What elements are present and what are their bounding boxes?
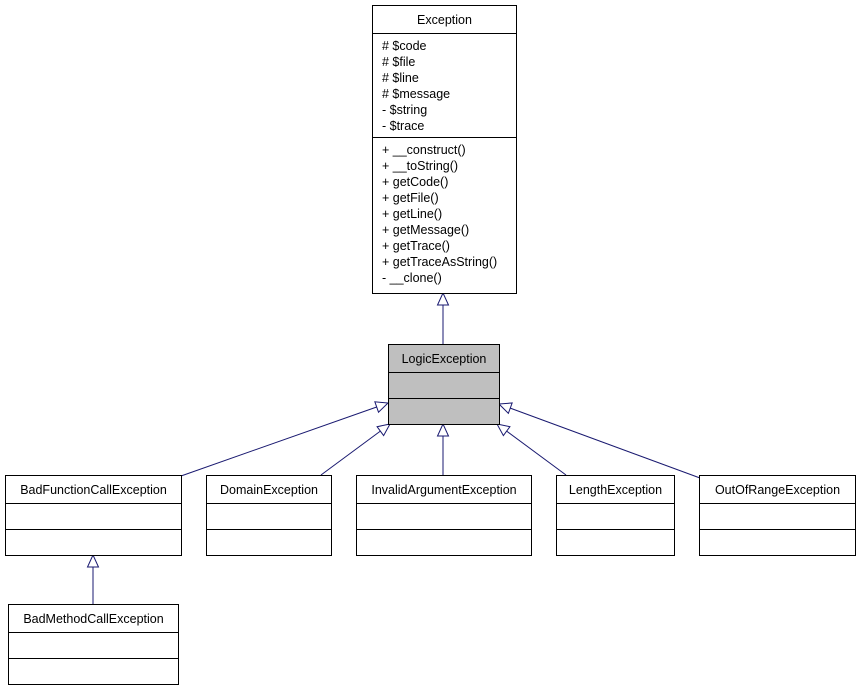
class-box-frame xyxy=(699,475,856,556)
edge-line xyxy=(320,430,381,476)
class-box-frame xyxy=(5,475,182,556)
class-method: + getTrace() xyxy=(382,239,450,253)
class-method: - __clone() xyxy=(382,271,442,285)
class-name: InvalidArgumentException xyxy=(371,483,516,497)
class-box-out-of-range-exception[interactable]: OutOfRangeException xyxy=(699,475,856,556)
class-attribute: - $trace xyxy=(382,119,424,133)
hollow-triangle-arrow-icon xyxy=(376,423,391,437)
hollow-triangle-arrow-icon xyxy=(496,423,511,437)
class-box-frame xyxy=(556,475,675,556)
class-box-length-exception[interactable]: LengthException xyxy=(556,475,675,556)
class-box-logic-exception[interactable]: LogicException xyxy=(388,344,500,425)
hollow-triangle-arrow-icon xyxy=(497,402,513,415)
class-attribute: # $message xyxy=(382,87,450,101)
class-box-frame xyxy=(388,344,500,425)
class-name: DomainException xyxy=(220,483,318,497)
class-method: + __construct() xyxy=(382,143,466,157)
edge-line xyxy=(510,407,701,479)
class-method: + getLine() xyxy=(382,207,442,221)
class-method: + __toString() xyxy=(382,159,458,173)
hollow-triangle-arrow-icon xyxy=(374,401,390,414)
class-name: LengthException xyxy=(569,483,662,497)
class-name: Exception xyxy=(417,13,472,27)
inheritance-edge-logic-exception xyxy=(436,291,450,344)
class-attribute: # $code xyxy=(382,39,427,53)
inheritance-edge-out-of-range-exception xyxy=(497,402,701,479)
class-box-frame xyxy=(372,5,517,294)
class-method: + getMessage() xyxy=(382,223,469,237)
class-method: + getFile() xyxy=(382,191,439,205)
hollow-triangle-arrow-icon xyxy=(436,422,450,437)
class-attribute: # $file xyxy=(382,55,415,69)
class-box-invalid-argument-exception[interactable]: InvalidArgumentException xyxy=(356,475,532,556)
edge-line xyxy=(180,406,377,477)
inheritance-edge-domain-exception xyxy=(320,423,391,476)
class-boxes: Exception # $code # $file # $line # $message… xyxy=(5,5,856,685)
class-attribute: # $line xyxy=(382,71,419,85)
class-box-exception[interactable]: Exception # $code # $file # $line # $message… xyxy=(372,5,517,294)
inheritance-edge-invalid-argument-exception xyxy=(436,422,450,475)
class-box-frame xyxy=(8,604,179,685)
class-box-frame xyxy=(356,475,532,556)
class-box-domain-exception[interactable]: DomainException xyxy=(206,475,332,556)
hollow-triangle-arrow-icon xyxy=(86,553,100,568)
class-name: LogicException xyxy=(402,352,487,366)
hollow-triangle-arrow-icon xyxy=(436,291,450,306)
class-method: + getCode() xyxy=(382,175,448,189)
inheritance-edges xyxy=(86,291,701,604)
class-box-bad-function-call-exception[interactable]: BadFunctionCallException xyxy=(5,475,182,556)
class-attribute: - $string xyxy=(382,103,427,117)
class-box-bad-method-call-exception[interactable]: BadMethodCallException xyxy=(8,604,179,685)
edge-line xyxy=(506,430,567,476)
class-name: BadFunctionCallException xyxy=(20,483,167,497)
class-name: BadMethodCallException xyxy=(23,612,163,626)
inheritance-edge-bad-function-call-exception xyxy=(180,401,390,477)
class-name: OutOfRangeException xyxy=(715,483,840,497)
inheritance-edge-length-exception xyxy=(496,423,567,476)
class-method: + getTraceAsString() xyxy=(382,255,497,269)
inheritance-edge-bad-method-call-exception xyxy=(86,553,100,604)
class-box-frame xyxy=(206,475,332,556)
